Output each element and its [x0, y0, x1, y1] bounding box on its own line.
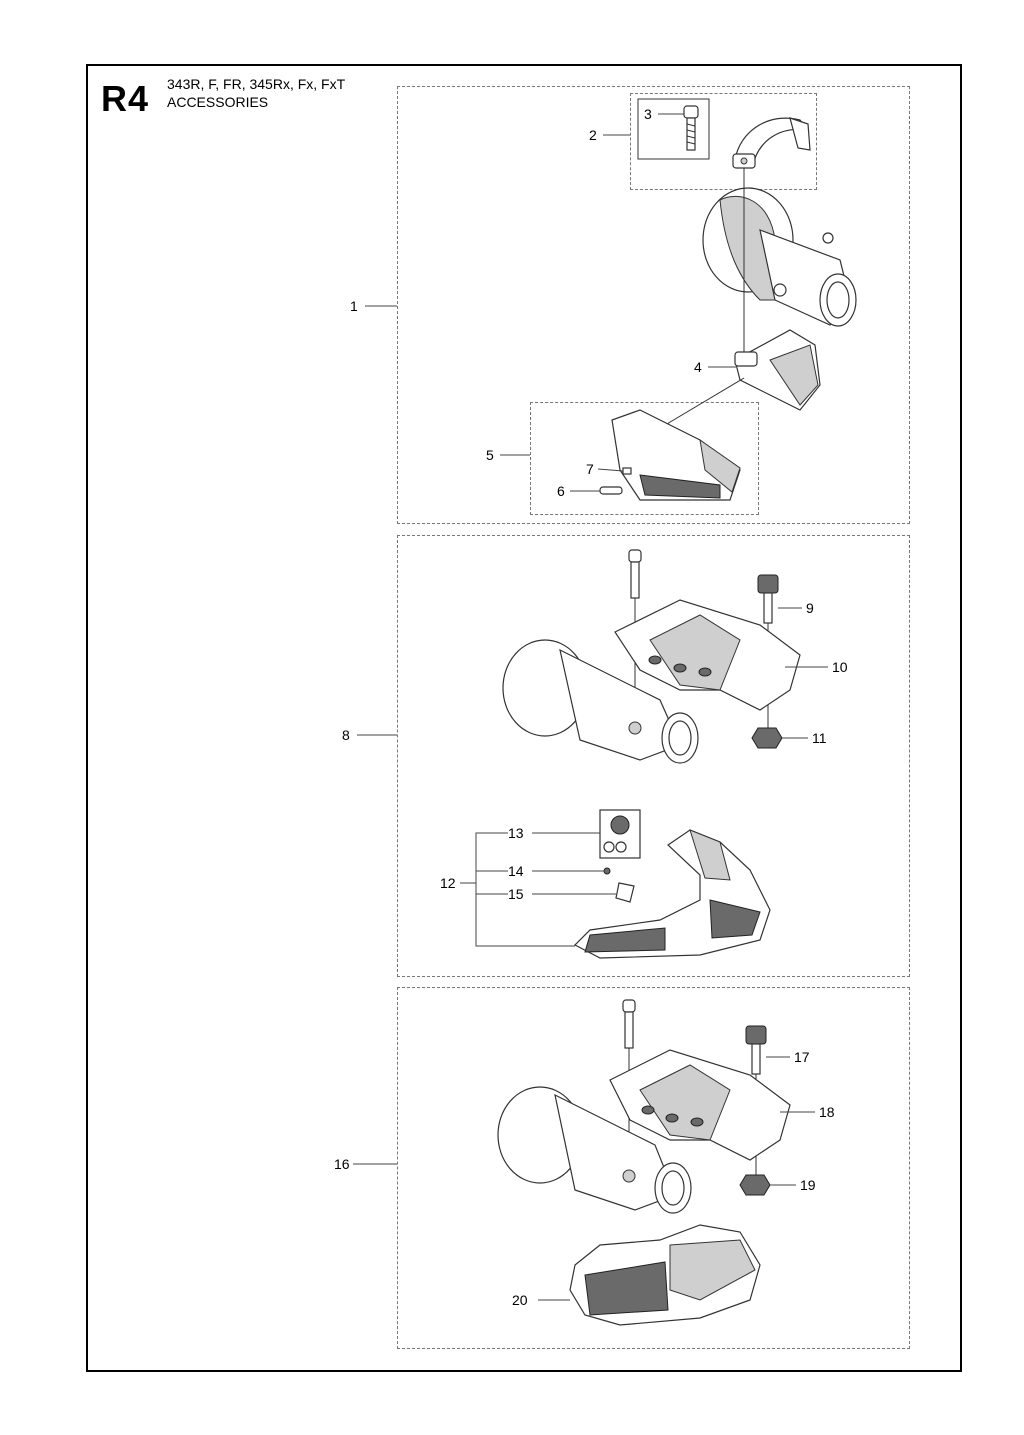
gear-housing-8 — [502, 639, 699, 764]
section-title: ACCESSORIES — [167, 94, 269, 110]
nut-part-19 — [739, 1174, 771, 1196]
assembly-panel-8 — [397, 535, 910, 977]
callout-5: 5 — [486, 447, 494, 463]
bolt-part-16 — [622, 999, 636, 1049]
callout-17: 17 — [794, 1049, 810, 1065]
model-list: 343R, F, FR, 345Rx, Fx, FxT — [167, 76, 346, 92]
callout-13: 13 — [508, 825, 524, 841]
screw-part-14 — [603, 867, 611, 875]
callout-19: 19 — [800, 1177, 816, 1193]
shield-part-18 — [609, 1049, 791, 1161]
callout-8: 8 — [342, 727, 350, 743]
callout-2: 2 — [589, 127, 597, 143]
page-frame — [86, 64, 962, 1372]
callout-4: 4 — [694, 359, 702, 375]
callout-1: 1 — [350, 298, 358, 314]
section-code: R4 — [101, 78, 150, 119]
guard-part-20 — [569, 1224, 761, 1326]
guard-part-5 — [611, 409, 741, 501]
callout-6: 6 — [557, 483, 565, 499]
gear-housing-1 — [702, 187, 857, 327]
callout-18: 18 — [819, 1104, 835, 1120]
nut-part-11 — [751, 727, 783, 749]
subassembly-panel-5 — [530, 402, 759, 515]
part-3-box — [637, 98, 710, 160]
callout-14: 14 — [508, 863, 524, 879]
leader-lines — [353, 113, 828, 1301]
assembly-panel-16 — [397, 987, 910, 1349]
callout-7: 7 — [586, 461, 594, 477]
assembly-panel-1 — [397, 86, 910, 524]
callout-15: 15 — [508, 886, 524, 902]
screw-part-3 — [683, 105, 699, 151]
subassembly-panel-2 — [630, 93, 817, 190]
decal-part-13 — [599, 809, 641, 859]
callout-3: 3 — [644, 106, 652, 122]
callout-12: 12 — [440, 875, 456, 891]
pin-part-6 — [599, 486, 623, 495]
knob-part-17 — [745, 1025, 767, 1075]
knob-part-9 — [757, 574, 779, 624]
callout-10: 10 — [832, 659, 848, 675]
callout-16: 16 — [334, 1156, 350, 1172]
screw-part-7 — [622, 467, 632, 475]
guard-part-12 — [573, 829, 771, 959]
bolt-part-8 — [628, 549, 642, 599]
callout-9: 9 — [806, 600, 814, 616]
plate-part-15 — [615, 882, 635, 903]
callout-20: 20 — [512, 1292, 528, 1308]
clamp-part-2 — [732, 117, 811, 169]
guard-mount-part-4 — [734, 329, 821, 411]
callout-11: 11 — [812, 730, 827, 746]
shield-part-10 — [614, 599, 801, 711]
gear-housing-16 — [497, 1086, 692, 1214]
